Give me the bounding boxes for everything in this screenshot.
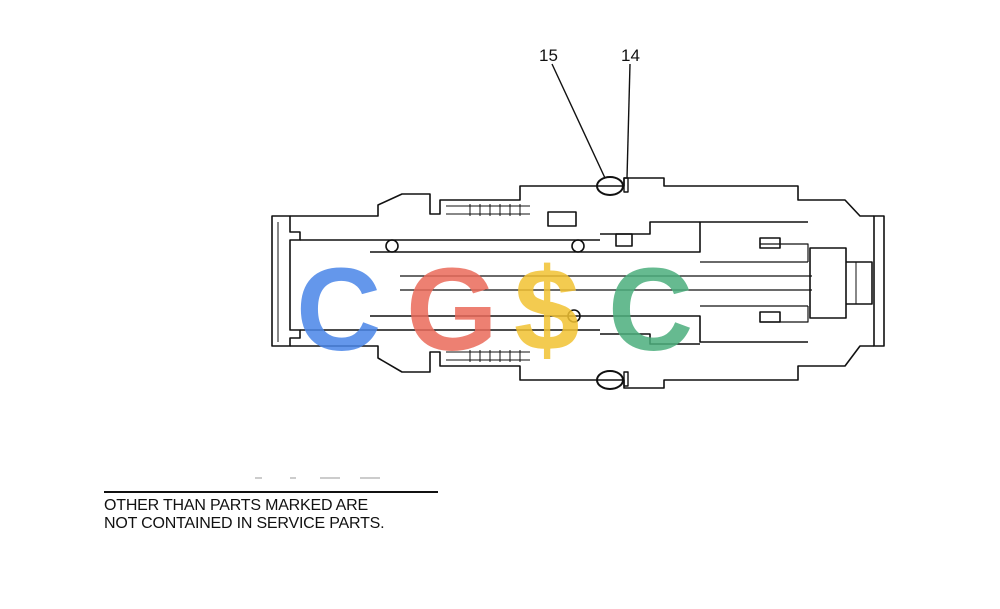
- watermark-letter: G: [406, 250, 498, 360]
- watermark-letter: C: [296, 250, 381, 360]
- right-plug-stub: [846, 261, 873, 305]
- inner-bore-bottom: [600, 333, 700, 345]
- leader-15: [551, 63, 606, 179]
- block-right-top: [759, 237, 781, 249]
- callout-label-14: 14: [621, 46, 640, 65]
- ball-left-top: [385, 239, 399, 253]
- ball-right-top: [571, 239, 585, 253]
- o-ring-part-15: [596, 176, 624, 196]
- o-ring-lower: [596, 370, 624, 390]
- leader-14: [626, 63, 631, 179]
- right-end-plug: [873, 215, 885, 347]
- watermark-letter: $: [514, 250, 580, 360]
- inner-bore-top: [600, 221, 700, 235]
- note-divider: [104, 491, 438, 493]
- backup-ring-lower: [623, 371, 629, 387]
- spool-top: [370, 221, 808, 253]
- spring-lower: [446, 350, 530, 362]
- left-body-outline: [290, 185, 598, 217]
- spring-upper: [446, 204, 530, 216]
- right-plug-inner: [809, 247, 847, 319]
- note-line-2: NOT CONTAINED IN SERVICE PARTS.: [104, 515, 385, 532]
- spool-bottom: [370, 315, 808, 343]
- ball-right-bottom: [567, 309, 581, 323]
- center-rod: [400, 275, 812, 291]
- left-body-outline-bottom: [290, 345, 598, 381]
- block-mid: [615, 233, 633, 247]
- backup-ring-part-14: [623, 177, 629, 193]
- service-parts-note: OTHER THAN PARTS MARKED ARE NOT CONTAINE…: [104, 497, 385, 533]
- callout-label-15: 15: [539, 46, 558, 65]
- watermark-letter: C: [608, 250, 693, 360]
- note-line-1: OTHER THAN PARTS MARKED ARE: [104, 497, 368, 514]
- middle-body-top: [598, 177, 874, 217]
- block-right-bottom: [759, 311, 781, 323]
- block-top: [547, 211, 577, 227]
